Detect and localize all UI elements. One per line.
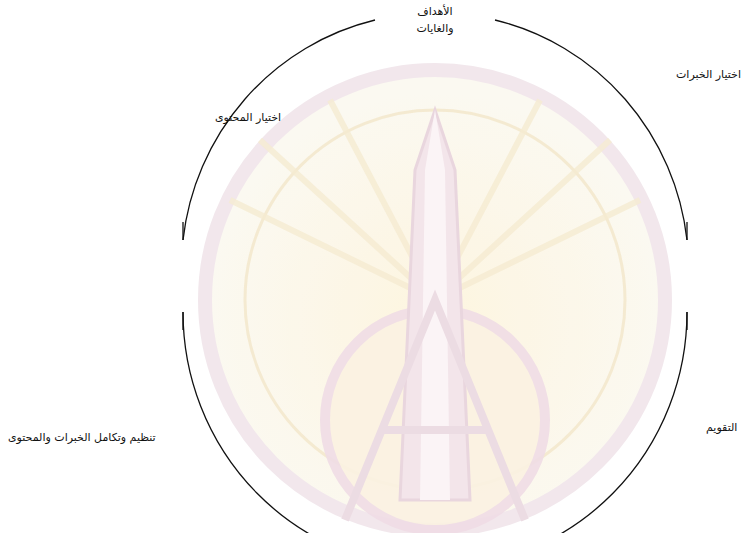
cycle-stage-label: اختيار المحتوى xyxy=(215,110,281,127)
cycle-stage-label: الأهداف والغايات xyxy=(400,4,470,37)
cycle-stage-label: تنظيم وتكامل الخبرات والمحتوى xyxy=(8,430,156,447)
cycle-stage-label: اختيار الخبرات xyxy=(676,67,741,84)
cycle-stage-label: التقويم xyxy=(706,420,737,437)
